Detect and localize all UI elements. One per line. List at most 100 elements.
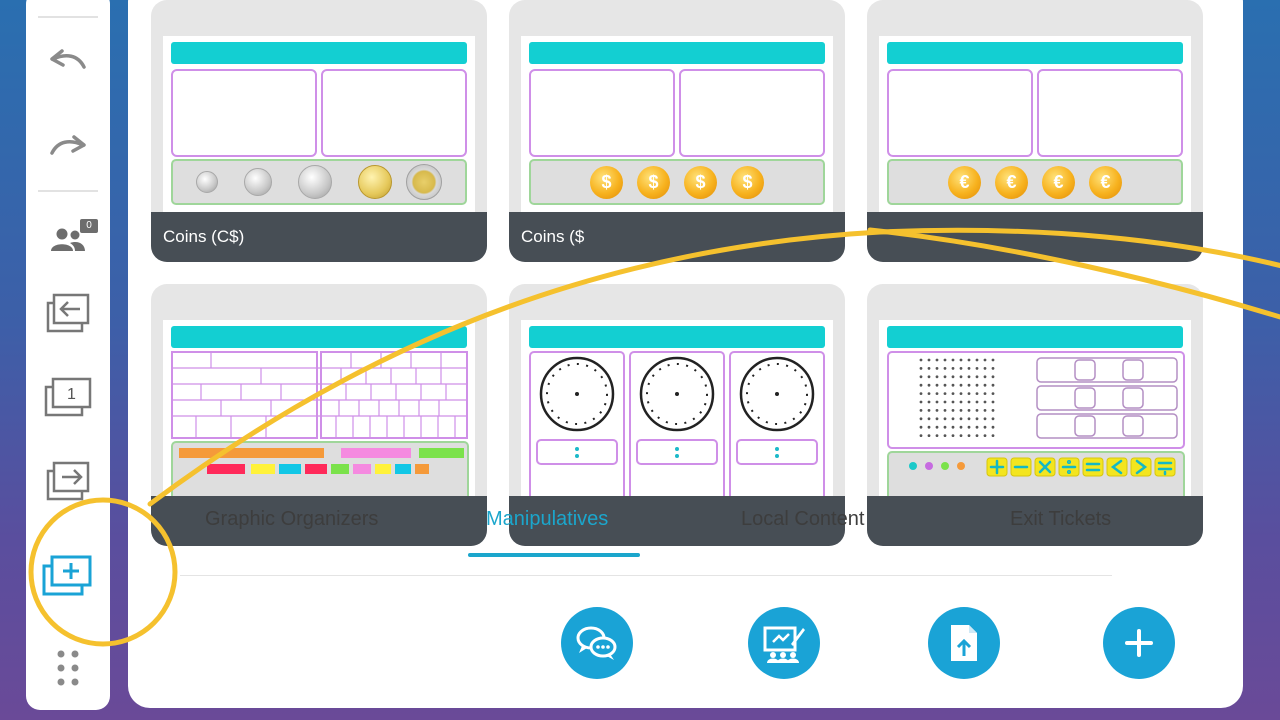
grid-dot [935,392,939,395]
grid-dot [951,400,955,404]
grid-dot [927,425,931,429]
euro-coin-icon: € [1042,165,1075,199]
template-header-bar [887,326,1183,348]
grid-dot [959,425,963,429]
add-slide-icon [42,555,92,596]
template-header-bar [171,42,467,64]
grid-dot [991,383,995,387]
grid-dot [967,400,971,404]
chat-button[interactable] [561,607,633,679]
loonie-coin-icon [358,165,392,199]
redo-button[interactable] [26,112,110,182]
grid-dot [983,375,987,379]
grid-dot [967,367,971,370]
penny-coin-icon [196,171,218,193]
toonie-coin-icon [406,164,442,200]
next-slide-button[interactable] [26,446,110,516]
grid-dot [983,409,987,412]
undo-button[interactable] [26,26,110,96]
grid-dot [951,367,955,370]
template-card-coins-cad[interactable]: Coins (C$) [151,0,487,262]
tab-graphic-organizers[interactable]: Graphic Organizers [205,508,379,530]
grid-dot [935,425,939,429]
undo-icon [50,49,86,69]
grid-dot [959,358,963,362]
grid-dot [975,358,979,362]
euro-coin-icon: € [948,165,981,199]
plus-icon [1125,629,1153,657]
grid-dot [935,400,939,404]
euro-coin-icon: € [1089,165,1122,199]
participants-count-badge: 0 [80,219,98,233]
grid-dot [991,417,995,421]
grid-dot [943,434,947,437]
grid-dot [943,375,947,379]
whiteboard-button[interactable] [748,607,820,679]
grid-dot [991,400,995,404]
coin-tray [887,159,1183,205]
grid-dot [983,367,987,370]
grid-dot [967,375,971,379]
template-card-coins-eur[interactable]: € € € € [867,0,1203,262]
previous-slide-button[interactable] [26,278,110,348]
grid-dot [935,417,939,421]
grid-dot [935,434,939,437]
template-thumbnail: $ $ $ $ [521,36,833,236]
template-box [529,69,675,157]
grid-dot [959,400,963,404]
grid-dot [983,425,987,429]
grid-dot [943,392,947,395]
grid-dot [919,392,923,395]
more-button[interactable] [26,633,110,703]
participants-icon [51,228,85,251]
grid-dot [983,392,987,395]
tab-manipulatives[interactable]: Manipulatives [486,508,609,530]
grid-dot [927,367,931,370]
coin-tray [529,159,825,205]
upload-file-button[interactable] [928,607,1000,679]
grid-dot [951,392,955,395]
dollar-coin-icon: $ [637,165,670,199]
dollar-coin-icon: $ [590,165,623,199]
grid-dot [951,434,955,437]
template-box [679,69,825,157]
tab-local-content[interactable]: Local Content [741,508,865,530]
grid-dot [935,367,939,370]
grid-dot [927,417,931,421]
grid-dot [967,425,971,429]
grid-dot [919,375,923,379]
grid-dot [951,375,955,379]
grid-dot [951,383,955,387]
add-content-button[interactable] [1103,607,1175,679]
template-header-bar [887,42,1183,64]
grid-dot [919,425,923,429]
template-card-title: Coins ($ [509,212,845,262]
grid-dot [927,383,931,387]
slide-number-text: 1 [67,386,76,403]
template-card-coins-usd[interactable]: $ $ $ $ Coins ($ [509,0,845,262]
grid-dot [975,392,979,395]
grid-dot [919,409,923,412]
grid-dot [927,434,931,437]
grid-dot [967,392,971,395]
whiteboard-icon [763,626,805,663]
tab-exit-tickets[interactable]: Exit Tickets [1010,508,1112,530]
next-slide-icon [46,461,90,501]
toolbar-divider [38,16,98,18]
grid-dot [991,392,995,395]
slide-number-button[interactable]: 1 [26,362,110,432]
add-slide-button[interactable] [26,540,110,610]
grid-dot [991,358,995,362]
more-icon [57,650,79,686]
participants-button[interactable]: 0 [26,205,110,275]
grid-dot [935,409,939,412]
dollar-coin-icon: $ [731,165,764,199]
grid-dot [919,417,923,421]
grid-dot [927,409,931,412]
template-header-bar [529,326,825,348]
grid-dot [943,417,947,421]
grid-dot [983,358,987,362]
grid-dot [975,367,979,370]
template-box [1037,69,1183,157]
coin-row [171,159,467,205]
